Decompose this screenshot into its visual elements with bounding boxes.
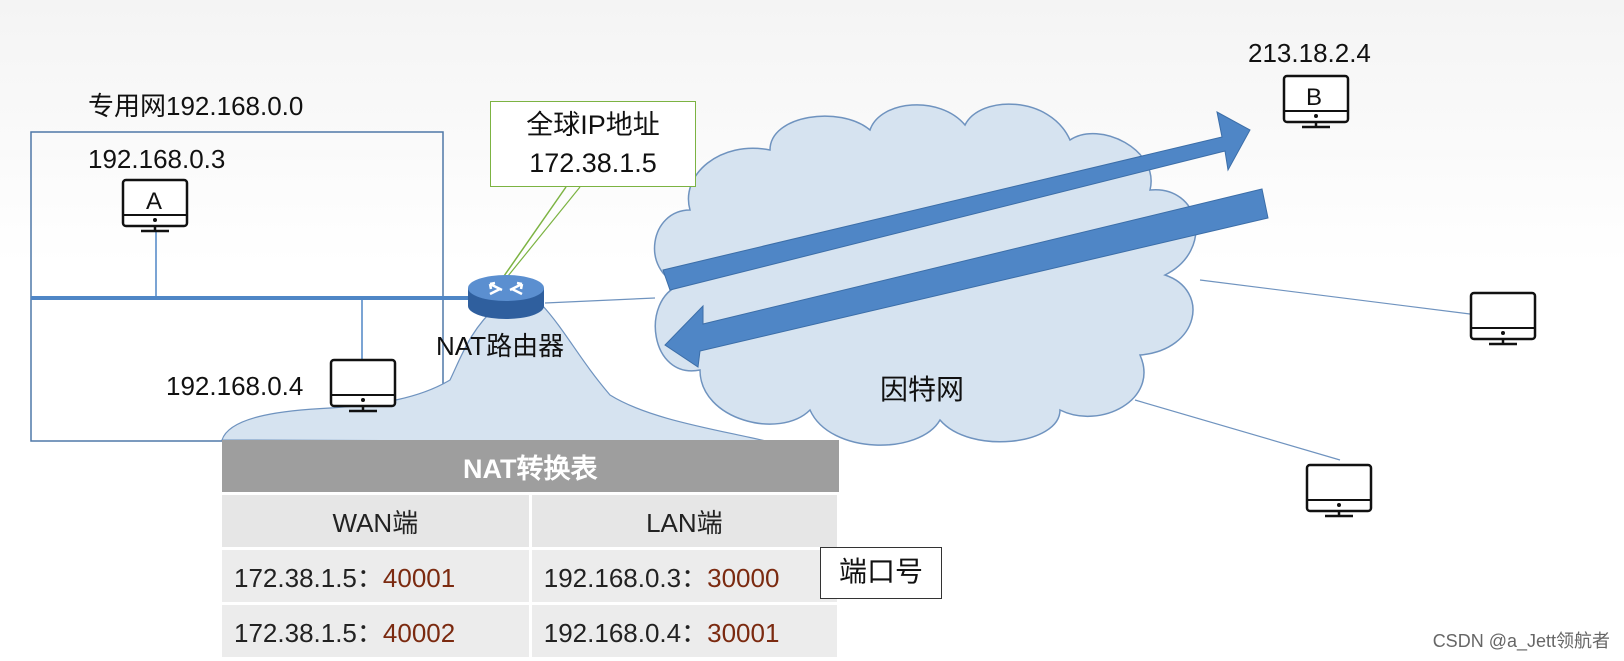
cloud-to-right-host-line bbox=[1199, 279, 1471, 315]
host-b-letter: B bbox=[1306, 84, 1323, 111]
router-to-cloud-line bbox=[544, 297, 656, 304]
wan-ip: 172.38.1.5： bbox=[234, 617, 383, 648]
host-b-ip: 213.18.2.4 bbox=[1248, 38, 1371, 68]
nat-table-header-wan: WAN端 bbox=[222, 492, 532, 549]
wan-port: 40002 bbox=[382, 617, 456, 648]
router-label: NAT路由器 bbox=[436, 331, 565, 361]
right-host-monitor-icon bbox=[1469, 291, 1537, 346]
callout-pointer bbox=[503, 186, 567, 277]
table-row: 172.38.1.5：40001 192.168.0.3：30000 bbox=[222, 547, 841, 604]
host-b-monitor-icon bbox=[1282, 74, 1350, 129]
router-spotlight-shape bbox=[221, 304, 771, 443]
global-ip-callout-title: 全球IP地址 bbox=[526, 110, 660, 140]
wan-cell: 172.38.1.5：40002 bbox=[222, 602, 532, 657]
global-ip-callout-address: 172.38.1.5 bbox=[529, 148, 657, 178]
host-a-monitor-icon bbox=[121, 178, 189, 233]
bottom-host-monitor-icon bbox=[1305, 463, 1373, 518]
cloud-to-bottom-host-line bbox=[1134, 399, 1341, 461]
host-a4-monitor-icon bbox=[329, 358, 397, 413]
callout-pointer-2 bbox=[507, 186, 581, 277]
wan-port: 40001 bbox=[382, 562, 456, 593]
nat-translation-table: NAT转换表 WAN端 LAN端 172.38.1.5：40001 192.16… bbox=[222, 440, 841, 657]
table-row: 172.38.1.5：40002 192.168.0.4：30001 bbox=[222, 602, 841, 657]
inbound-arrow bbox=[664, 188, 1269, 368]
outbound-arrow bbox=[662, 111, 1251, 291]
lan-ip: 192.168.0.3： bbox=[543, 562, 708, 593]
host-a4-ip: 192.168.0.4 bbox=[166, 371, 304, 401]
watermark: CSDN @a_Jett领航者 bbox=[1432, 631, 1610, 651]
nat-router-icon bbox=[468, 275, 544, 319]
wan-ip: 172.38.1.5： bbox=[234, 562, 383, 593]
wan-cell: 172.38.1.5：40001 bbox=[222, 547, 532, 604]
lan-port: 30001 bbox=[707, 617, 780, 648]
nat-table-header-lan: LAN端 bbox=[530, 492, 841, 549]
lan-port: 30000 bbox=[707, 562, 780, 593]
lan-cell: 192.168.0.3：30000 bbox=[530, 547, 841, 604]
private-network-label: 专用网192.168.0.0 bbox=[88, 91, 304, 121]
global-ip-callout: 全球IP地址 172.38.1.5 bbox=[490, 101, 696, 187]
port-number-label: 端口号 bbox=[820, 547, 942, 599]
host-a-letter: A bbox=[146, 188, 163, 215]
lan-ip: 192.168.0.4： bbox=[543, 617, 708, 648]
nat-table-title: NAT转换表 bbox=[222, 440, 839, 494]
host-a-ip: 192.168.0.3 bbox=[88, 144, 226, 174]
lan-cell: 192.168.0.4：30001 bbox=[530, 602, 841, 657]
internet-label: 因特网 bbox=[880, 374, 965, 405]
